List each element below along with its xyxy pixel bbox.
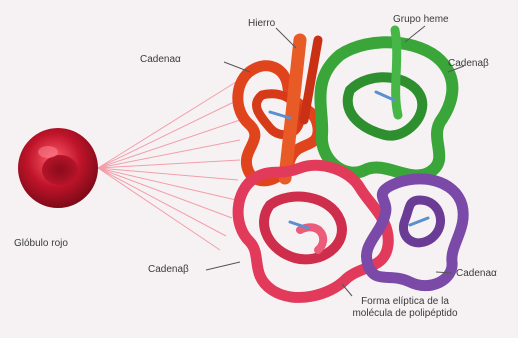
label-cadena-beta-top: Cadenaβ bbox=[448, 58, 489, 70]
label-cadena-beta-bottom: Cadenaβ bbox=[148, 264, 189, 276]
label-forma-eliptica-line2: molécula de polipéptido bbox=[330, 308, 480, 320]
label-globulo-rojo: Glóbulo rojo bbox=[14, 238, 68, 250]
label-hierro: Hierro bbox=[248, 18, 275, 30]
label-forma-eliptica: Forma elíptica de la molécula de polipép… bbox=[330, 296, 480, 320]
alpha-chain-bottom bbox=[366, 179, 463, 286]
red-blood-cell bbox=[18, 128, 98, 208]
label-cadena-alpha-top: Cadenaα bbox=[140, 54, 181, 66]
label-cadena-alpha-bottom: Cadenaα bbox=[456, 268, 497, 280]
magnification-rays bbox=[98, 82, 240, 250]
beta-chain-top bbox=[320, 30, 452, 175]
label-grupo-heme: Grupo heme bbox=[393, 14, 449, 26]
label-forma-eliptica-line1: Forma elíptica de la bbox=[330, 296, 480, 308]
alpha-chain-top bbox=[238, 40, 318, 181]
